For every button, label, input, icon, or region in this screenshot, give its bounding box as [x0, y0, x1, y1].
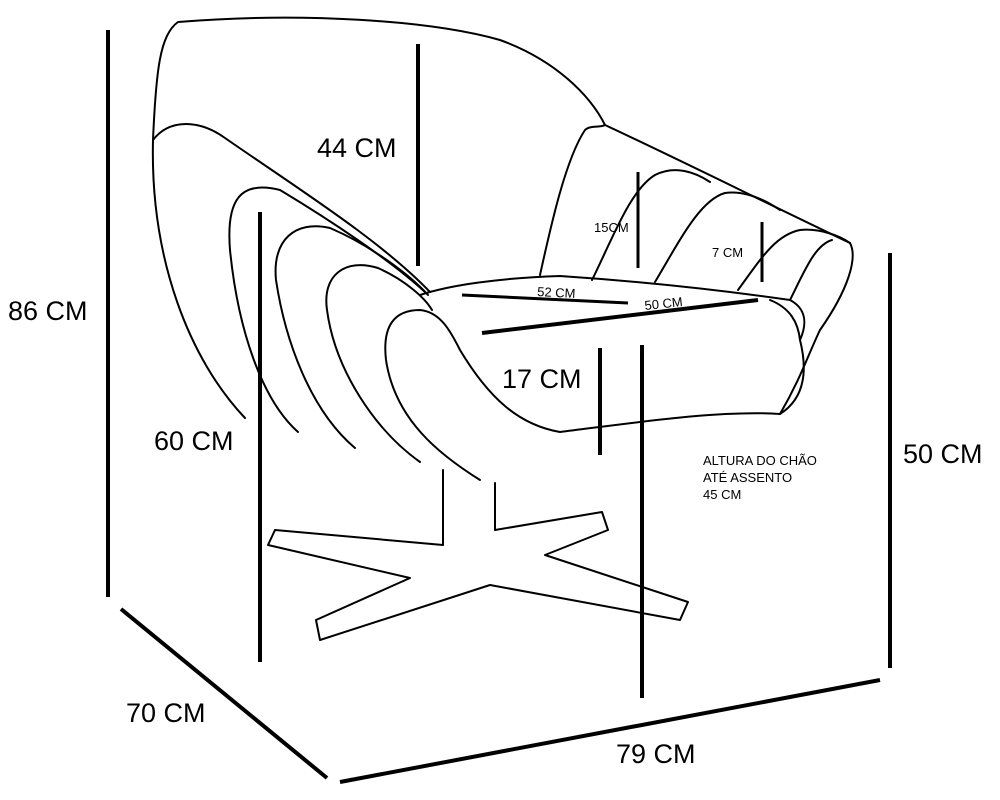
label-seat-height: 50 CM: [903, 439, 983, 469]
star-base: [267, 511, 689, 641]
label-armrest-height: 60 CM: [154, 426, 234, 456]
label-seat-back-width: 52 CM: [537, 284, 576, 301]
dim-line-seat-back: [461, 293, 629, 305]
chair-shell-outline: [151, 16, 851, 419]
label-seat-thickness: 17 CM: [502, 364, 582, 394]
channel-left-1: [228, 186, 426, 433]
dim-line-width: [339, 678, 881, 784]
label-width: 79 CM: [616, 739, 696, 769]
backrest-top-panel: [152, 123, 431, 293]
note-line-1: ALTURA DO CHÃO: [703, 453, 817, 468]
seat-cushion: [419, 275, 806, 341]
channel-right-5: [789, 239, 833, 301]
label-channel-small: 7 CM: [712, 245, 743, 260]
label-backrest-height: 44 CM: [317, 133, 397, 163]
label-seat-front-width: 50 CM: [644, 294, 684, 313]
dimension-lines: [106, 30, 892, 784]
base-post: [442, 469, 496, 546]
channel-right-1: [539, 124, 606, 276]
channel-left-3: [325, 264, 433, 463]
dimension-labels: 86 CM 44 CM 60 CM 17 CM 50 CM 70 CM 79 C…: [8, 133, 983, 769]
channel-left-2: [274, 225, 429, 449]
label-total-height: 86 CM: [8, 296, 88, 326]
label-depth: 70 CM: [126, 698, 206, 728]
dim-line-seat-front: [481, 298, 759, 335]
channel-right-2: [591, 169, 711, 281]
channel-right-4: [737, 228, 854, 415]
dim-line-depth: [119, 607, 329, 780]
label-channel-width: 15CM: [594, 220, 629, 235]
chair-drawing: [151, 16, 854, 641]
note-line-2: ATÉ ASSENTO: [703, 470, 792, 485]
note-line-3: 45 CM: [703, 487, 741, 502]
channel-right-3: [654, 191, 781, 283]
